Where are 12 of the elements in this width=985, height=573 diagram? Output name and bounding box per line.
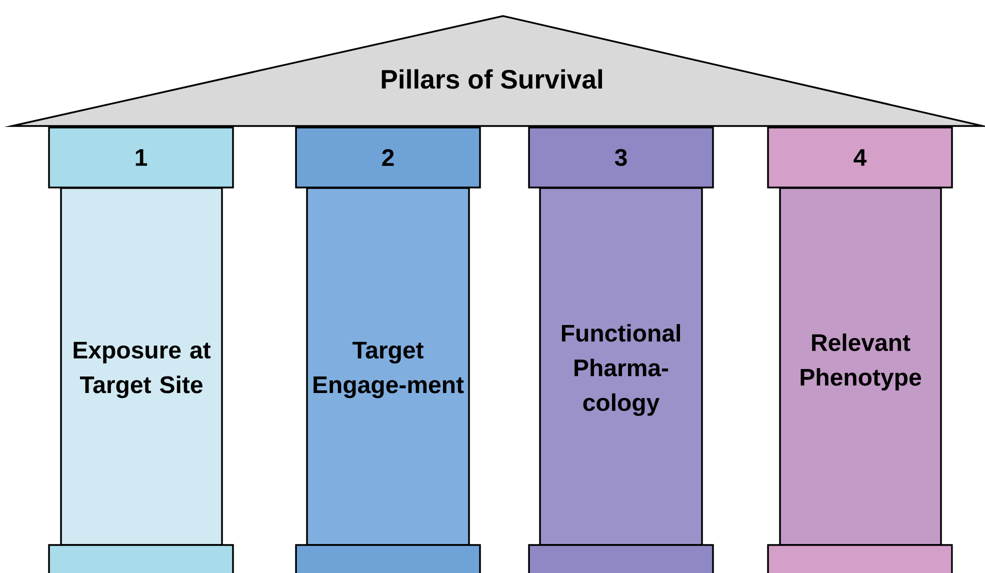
pillar-base	[767, 544, 953, 573]
pillar-base	[528, 544, 714, 573]
pillar-capital: 4	[767, 126, 953, 188]
pillar-shaft: Functional Pharma-cology	[539, 187, 703, 546]
pillar-capital: 3	[528, 126, 714, 188]
pillar-shaft: Relevant Phenotype	[779, 187, 942, 546]
pillar-capital: 1	[48, 126, 234, 188]
pillar-shaft: Exposure at Target Site	[60, 187, 223, 546]
pillar-shaft: Target Engage-ment	[306, 187, 470, 546]
pillar-base	[295, 544, 481, 573]
pillar-base	[48, 544, 234, 573]
pillar-capital: 2	[295, 126, 481, 188]
